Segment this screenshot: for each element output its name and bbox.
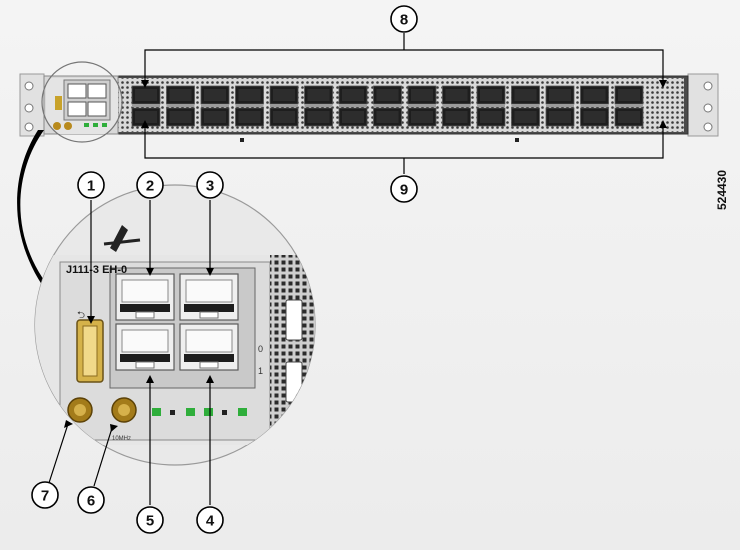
status-led bbox=[238, 408, 247, 416]
callout-number: 8 bbox=[400, 12, 408, 29]
leader-arrowheads bbox=[64, 268, 214, 432]
status-led bbox=[152, 408, 161, 416]
callout-1: 1 bbox=[77, 171, 105, 199]
callout-2: 2 bbox=[136, 171, 164, 199]
callout-6: 6 bbox=[77, 486, 105, 514]
callout-number: 6 bbox=[87, 493, 95, 510]
callout-number: 7 bbox=[41, 488, 49, 505]
rack-ear-right bbox=[687, 73, 719, 137]
mhz-label: 10MHz bbox=[112, 436, 131, 442]
callout-number: 1 bbox=[87, 178, 95, 195]
zoom-detail: J111-3 EH-0 ⮌ 0 1 10MHz bbox=[34, 184, 316, 466]
rack-ear-left bbox=[19, 73, 45, 137]
callout-5: 5 bbox=[136, 506, 164, 534]
rj45-port-block bbox=[115, 273, 239, 371]
callout-4: 4 bbox=[196, 506, 224, 534]
module-label: J111-3 EH-0 bbox=[66, 264, 127, 276]
status-led bbox=[204, 408, 213, 416]
mgmt-area-small bbox=[46, 78, 118, 134]
callout-3: 3 bbox=[196, 171, 224, 199]
callout-8: 8 bbox=[390, 5, 418, 33]
callout-group: 1 2 3 4 5 6 7 8 9 bbox=[31, 5, 418, 534]
port-label-b: 1 bbox=[258, 366, 263, 376]
callout-9: 9 bbox=[390, 175, 418, 203]
bracket-arrowheads bbox=[141, 80, 667, 128]
mgmt-area-outline bbox=[41, 61, 123, 143]
bracket-lines bbox=[144, 33, 664, 174]
usb-icon: ⮌ bbox=[77, 310, 85, 321]
callout-number: 5 bbox=[146, 513, 154, 530]
qsfp-port-bank bbox=[131, 85, 644, 142]
callout-number: 9 bbox=[400, 182, 408, 199]
port-label-a: 0 bbox=[258, 344, 263, 354]
callout-7: 7 bbox=[31, 481, 59, 509]
callout-number: 2 bbox=[146, 178, 154, 195]
callout-number: 3 bbox=[206, 178, 214, 195]
status-led bbox=[186, 408, 195, 416]
leader-lines bbox=[47, 200, 211, 505]
figure-id: 524430 bbox=[715, 169, 729, 211]
callout-number: 4 bbox=[206, 513, 215, 530]
